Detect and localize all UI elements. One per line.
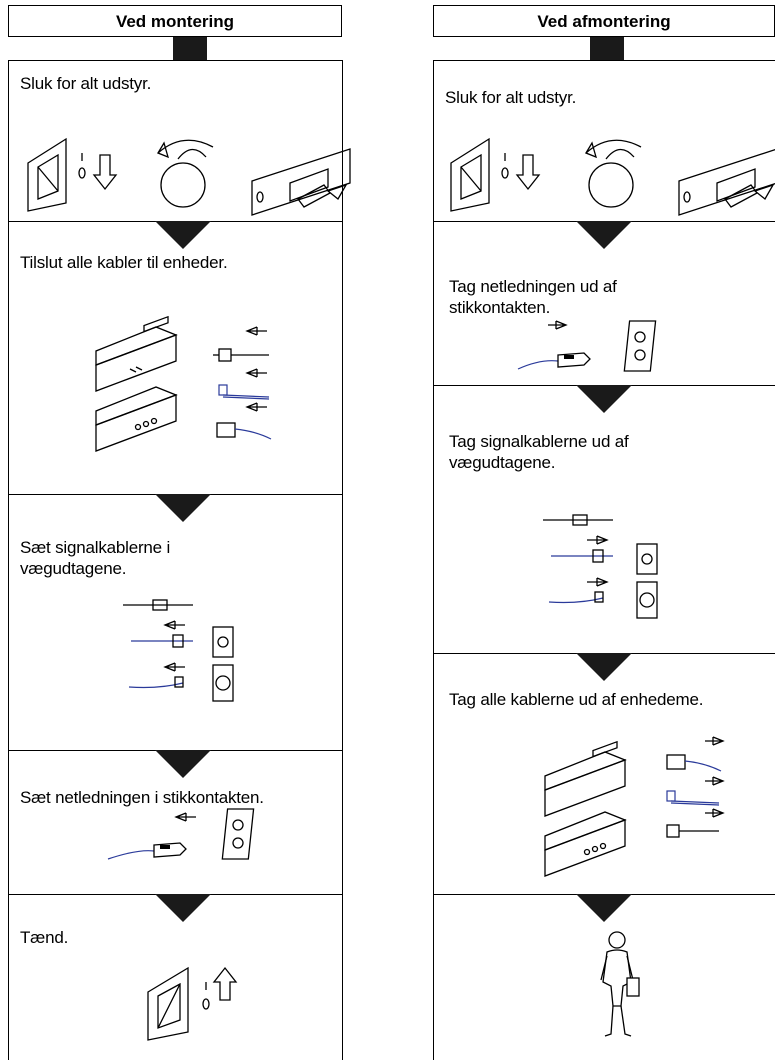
divider <box>8 60 342 61</box>
power-switch-icon <box>27 137 351 216</box>
cable-connectors-icon <box>213 326 272 440</box>
step-arrow <box>155 894 211 922</box>
step-arrow <box>576 653 632 681</box>
step-arrow <box>576 385 632 413</box>
step-5-text: Tænd. <box>20 928 69 947</box>
step-arrow <box>155 494 211 522</box>
wall-outlet-icon <box>543 514 658 619</box>
step-2-text: Tilslut alle kabler til enheder. <box>20 253 228 272</box>
step-arrow <box>576 894 632 922</box>
removal-header: Ved afmontering <box>433 5 775 37</box>
step-arrow <box>576 221 632 249</box>
step-arrow <box>155 221 211 249</box>
devices-icon <box>95 315 178 452</box>
step-3-text: Tag signalkablerne ud af vægudtagene. <box>449 432 629 472</box>
step-1-text: Sluk for alt udstyr. <box>20 74 152 93</box>
left-border <box>8 60 9 1060</box>
step-2-text: Tag netledningen ud af stikkontakten. <box>449 277 617 317</box>
power-switch-icon <box>147 966 238 1041</box>
installation-header: Ved montering <box>8 5 342 37</box>
devices-icon <box>544 740 627 877</box>
header-tab <box>590 37 624 60</box>
person-walking-icon <box>600 931 640 1037</box>
header-tab <box>173 37 207 60</box>
step-1-text: Sluk for alt udstyr. <box>445 88 577 107</box>
power-cord-icon <box>517 320 657 372</box>
step-arrow <box>155 750 211 778</box>
step-4-text: Sæt netledningen i stikkontakten. <box>20 788 264 807</box>
step-4-text: Tag alle kablerne ud af enhedeme. <box>449 690 704 709</box>
step-3-text: Sæt signalkablerne i vægudtagene. <box>20 538 171 578</box>
wall-outlet-icon <box>123 599 234 702</box>
right-border <box>342 60 343 1060</box>
divider <box>433 60 775 61</box>
power-switch-icon <box>450 137 775 216</box>
power-cord-icon <box>107 808 255 860</box>
left-border <box>433 60 434 1060</box>
cable-connectors-icon <box>666 736 725 838</box>
